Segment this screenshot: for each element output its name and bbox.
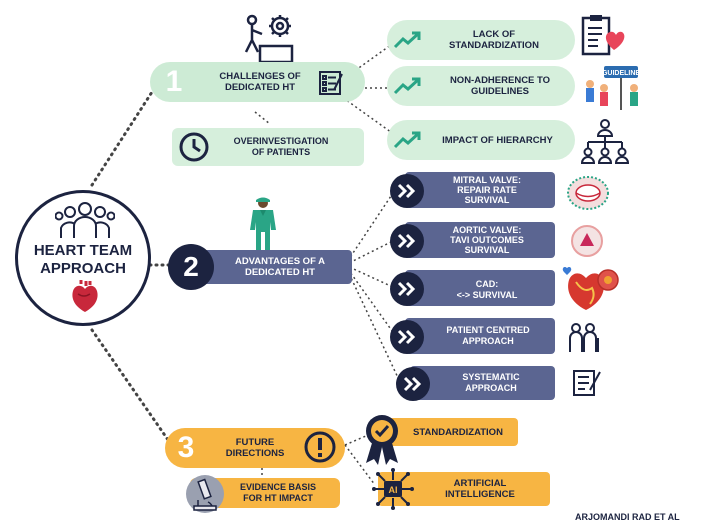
anatomical-heart-icon: [70, 280, 100, 314]
clipboard-heart-icon: [580, 14, 626, 56]
advantage-item-2-label: AORTIC VALVE: TAVI OUTCOMES SURVIVAL: [450, 225, 524, 255]
double-chevron-icon: [390, 320, 424, 354]
advantage-item-5-label: SYSTEMATIC APPROACH: [462, 372, 520, 393]
center-title: HEART TEAM APPROACH: [33, 242, 133, 277]
double-chevron-icon: [390, 174, 424, 208]
future-item-1: [378, 418, 518, 446]
advantage-item-3: [405, 270, 555, 306]
future-item-2-label: ARTIFICIAL INTELLIGENCE: [445, 478, 515, 500]
section3-number: 3: [177, 431, 195, 464]
guideline-people-icon: GUIDELINE: [578, 62, 642, 114]
aortic-valve-icon: [570, 224, 604, 258]
advantage-item-5: [410, 366, 555, 400]
advantage-item-1-label: MITRAL VALVE: REPAIR RATE SURVIVAL: [453, 175, 521, 205]
challenges-box: [150, 62, 365, 102]
section1-number: 1: [165, 65, 183, 98]
challenge-item-2-label: NON-ADHERENCE TO GUIDELINES: [449, 75, 551, 97]
advantage-item-2: [405, 222, 555, 258]
team-icon: [55, 200, 115, 240]
guideline-sign-text: GUIDELINE: [602, 70, 640, 77]
challenge-item-1-label: LACK OF STANDARDIZATION: [449, 29, 539, 51]
mitral-valve-icon: [565, 172, 611, 214]
trend-arrow-icon: [393, 30, 423, 50]
checklist-icon: [318, 70, 344, 96]
advantages-box: [190, 250, 352, 284]
double-chevron-icon: [390, 272, 424, 306]
challenges-title: CHALLENGES OF DEDICATED HT: [219, 71, 301, 93]
advantages-title: ADVANTAGES OF A DEDICATED HT: [234, 256, 326, 278]
doctor-figure-icon: [246, 196, 280, 256]
advantage-item-4-label: PATIENT CENTRED APPROACH: [446, 325, 530, 346]
challenge-icon: [238, 12, 296, 64]
trend-arrow-icon: [393, 76, 423, 96]
challenge-item-3-label: IMPACT OF HIERARCHY: [442, 134, 553, 146]
advantage-item-4: [405, 318, 555, 354]
section2-badge: 2: [168, 244, 214, 290]
advantage-item-3-label: CAD: <-> SURVIVAL: [456, 279, 518, 300]
ai-chip-text: AI: [389, 485, 398, 495]
author-credit: ARJOMANDI RAD ET AL: [575, 512, 680, 522]
badge-check-icon: [362, 413, 402, 465]
overinvestigation-label: OVERINVESTIGATION OF PATIENTS: [233, 136, 329, 157]
hierarchy-icon: [580, 118, 630, 164]
coronary-heart-icon: [562, 266, 620, 312]
exclamation-icon: [303, 430, 337, 464]
checklist-pen-icon: [572, 368, 602, 398]
section2-number: 2: [183, 251, 199, 282]
ai-chip-icon: AI: [372, 468, 414, 510]
clock-icon: [178, 131, 210, 163]
evidence-basis-label: EVIDENCE BASIS FOR HT IMPACT: [239, 482, 317, 503]
trend-arrow-icon: [393, 130, 423, 150]
elderly-patient-icon: [566, 322, 600, 354]
advantage-item-1: [405, 172, 555, 208]
double-chevron-icon: [390, 224, 424, 258]
future-directions-title: FUTURE DIRECTIONS: [225, 437, 285, 459]
microscope-icon: [184, 472, 226, 516]
future-item-1-label: STANDARDIZATION: [413, 426, 503, 438]
overinvestigation-box: [172, 128, 364, 166]
double-chevron-icon: [396, 367, 430, 401]
